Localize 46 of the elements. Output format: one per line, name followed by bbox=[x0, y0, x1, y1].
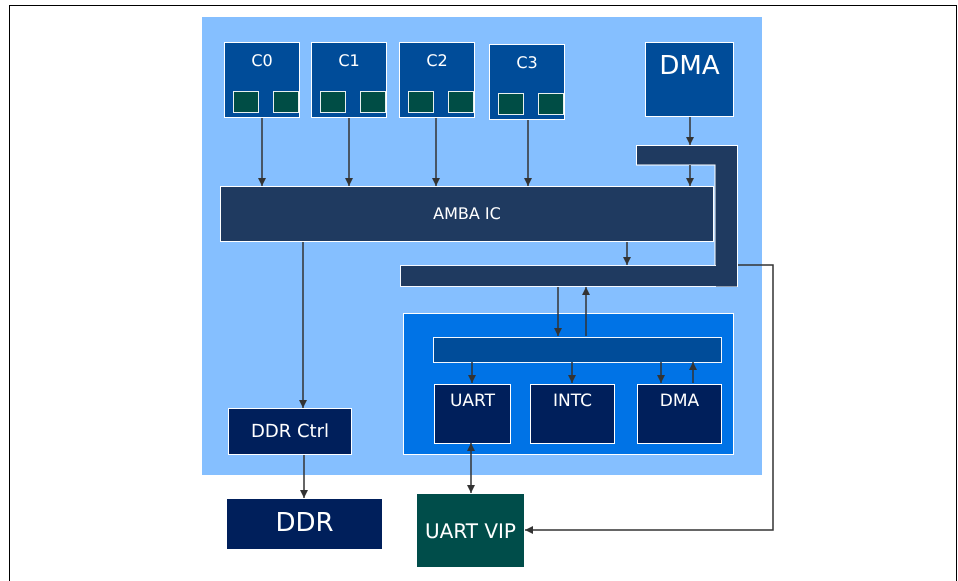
arrow bbox=[432, 118, 440, 186]
bus-bar bbox=[636, 145, 738, 287]
core-block bbox=[311, 42, 387, 118]
controller-block bbox=[228, 408, 352, 455]
block-label: UART VIP bbox=[425, 518, 516, 542]
arrow bbox=[689, 362, 697, 383]
block-label: DDR bbox=[275, 508, 334, 540]
block-label: UART bbox=[450, 391, 496, 412]
arrow bbox=[623, 242, 631, 265]
soc-region bbox=[202, 17, 762, 475]
block-label: AMBA IC bbox=[433, 204, 501, 224]
arrow bbox=[554, 287, 562, 336]
arrow bbox=[525, 264, 774, 534]
interconnect-bar bbox=[220, 186, 714, 242]
block-label: DMA bbox=[659, 51, 720, 82]
arrow bbox=[258, 118, 266, 186]
arrow bbox=[467, 443, 475, 493]
block-label: DMA bbox=[660, 391, 700, 412]
bus-bar bbox=[400, 265, 716, 287]
core-block bbox=[224, 42, 300, 118]
dma-block bbox=[645, 42, 734, 117]
arrow bbox=[657, 362, 665, 383]
block-label: DDR Ctrl bbox=[251, 420, 329, 442]
block-label: C0 bbox=[251, 51, 273, 70]
core-block bbox=[489, 44, 565, 120]
arrow bbox=[686, 117, 694, 145]
arrow bbox=[686, 165, 694, 186]
arrow bbox=[300, 455, 308, 498]
peripheral-block bbox=[530, 384, 615, 444]
arrow bbox=[468, 362, 476, 383]
bus-bar bbox=[433, 337, 722, 363]
peripheral-block bbox=[434, 384, 511, 444]
memory-block bbox=[226, 498, 383, 550]
arrow bbox=[582, 287, 590, 336]
block-label: INTC bbox=[553, 391, 592, 412]
arrow bbox=[345, 118, 353, 186]
vip-block bbox=[416, 493, 525, 568]
core-block bbox=[399, 42, 475, 118]
peripheral-block bbox=[637, 384, 722, 444]
block-label: C1 bbox=[338, 51, 360, 70]
block-label: C2 bbox=[426, 51, 448, 70]
arrow bbox=[568, 362, 576, 383]
arrow bbox=[524, 120, 532, 186]
block-label: C3 bbox=[516, 53, 538, 72]
peripheral-subsystem bbox=[403, 313, 734, 455]
arrow bbox=[299, 242, 307, 408]
